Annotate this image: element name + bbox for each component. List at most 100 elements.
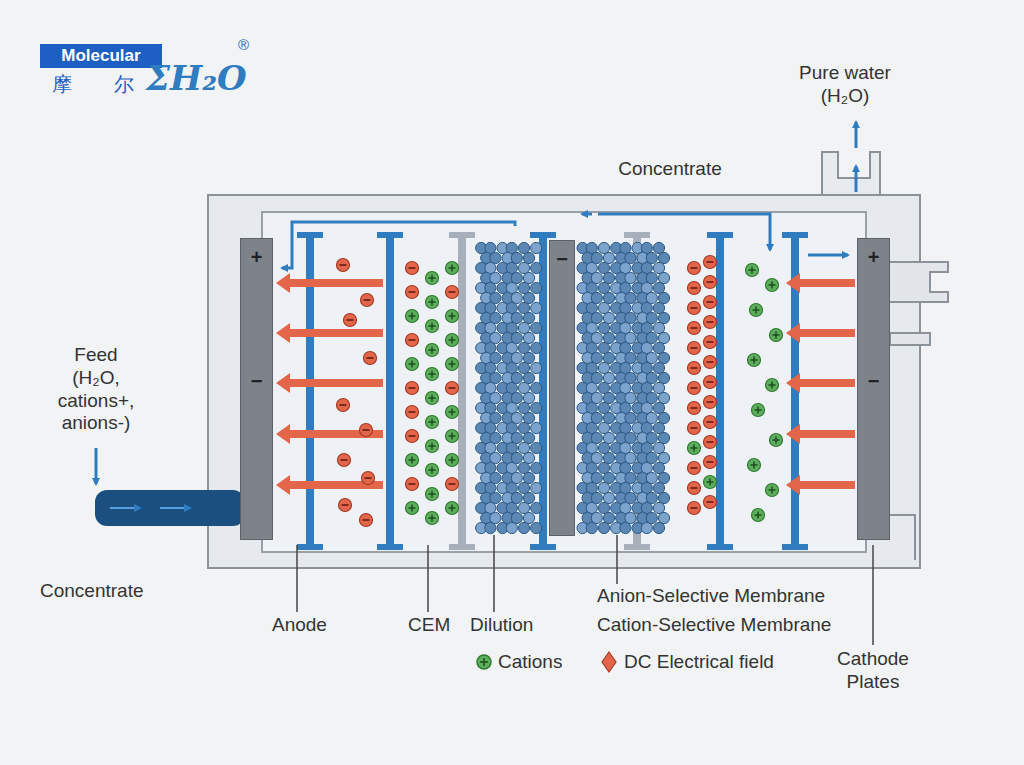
resin-bead (490, 332, 501, 343)
ion-sign (409, 483, 416, 485)
resin-bead (646, 292, 657, 303)
label: Molecular (40, 46, 162, 66)
resin-bead (531, 262, 542, 273)
resin-bead (603, 292, 614, 303)
ion-sign (707, 261, 714, 263)
anion (704, 396, 717, 409)
ion-sign (707, 441, 714, 443)
leader-line (616, 535, 618, 584)
resin-bead (646, 452, 657, 463)
polarity-sign: + (241, 247, 272, 267)
resin-bead (511, 472, 522, 483)
cation (426, 416, 439, 429)
field-arrow (276, 323, 383, 343)
ion-sign (451, 433, 453, 440)
resin-bead (598, 482, 609, 493)
resin-bead (598, 422, 609, 433)
ion-sign (363, 429, 370, 431)
ion-sign (751, 267, 753, 274)
ion-sign (409, 267, 416, 269)
anion (688, 282, 701, 295)
cation (426, 296, 439, 309)
resin-bead (490, 352, 501, 363)
resin-bead (603, 432, 614, 443)
ion-sign (707, 301, 714, 303)
resin-bead (518, 522, 529, 533)
resin-bead (603, 512, 614, 523)
resin-bead (511, 452, 522, 463)
ion-sign (451, 505, 453, 512)
resin-bead (603, 252, 614, 263)
anion (339, 499, 352, 512)
polarity-sign: − (241, 371, 272, 391)
ion-sign (691, 507, 698, 509)
ion-sign (451, 457, 453, 464)
ion-sign (709, 479, 711, 486)
ion-sign (431, 491, 433, 498)
resin-bead (598, 262, 609, 273)
resin-bead (518, 242, 529, 253)
anion (704, 336, 717, 349)
resin-bead (653, 362, 664, 373)
resin-bead (518, 402, 529, 413)
cation (426, 272, 439, 285)
resin-bead (531, 422, 542, 433)
resin-bead (511, 392, 522, 403)
ion-sign (707, 361, 714, 363)
resin-bead (591, 472, 602, 483)
resin-bead (523, 332, 534, 343)
polarity-sign: − (550, 249, 574, 269)
resin-bead (598, 502, 609, 513)
cation (446, 406, 459, 419)
cation (406, 310, 419, 323)
resin-bead (646, 312, 657, 323)
resin-bead (523, 272, 534, 283)
ion-sign (449, 387, 456, 389)
membrane (386, 236, 394, 548)
ion-sign (449, 291, 456, 293)
cation (688, 442, 701, 455)
resin-bead (658, 352, 669, 363)
resin-bead (625, 312, 636, 323)
resin-bead (523, 252, 534, 263)
field-arrow (786, 475, 855, 495)
anion (704, 296, 717, 309)
field-arrow (276, 373, 383, 393)
resin-bead (658, 392, 669, 403)
resin-bead (511, 512, 522, 523)
label: Cation-Selective Membrane (597, 614, 857, 637)
resin-bead (625, 432, 636, 443)
resin-bead (598, 402, 609, 413)
resin-bead (518, 422, 529, 433)
leader-line (427, 545, 429, 612)
ion-sign (707, 381, 714, 383)
resin-bead (511, 332, 522, 343)
resin-bead (646, 392, 657, 403)
resin-bead (591, 312, 602, 323)
membrane-cap (707, 232, 733, 238)
anion (704, 376, 717, 389)
anion (406, 382, 419, 395)
resin-bead (598, 442, 609, 453)
resin-bead (620, 522, 631, 533)
resin-bead (653, 442, 664, 453)
resin-bead (598, 242, 609, 253)
ion-sign (691, 267, 698, 269)
resin-bead (658, 312, 669, 323)
ion-sign (365, 477, 372, 479)
anion (406, 478, 419, 491)
resin-bead (658, 332, 669, 343)
resin-bead (531, 242, 542, 253)
resin-bead (598, 322, 609, 333)
label: Pure water (H₂O) (790, 62, 900, 108)
ion-sign (411, 313, 413, 320)
anion (688, 362, 701, 375)
resin-bead (625, 372, 636, 383)
ion-sign (691, 327, 698, 329)
ion-sign (364, 299, 371, 301)
resin-bead (625, 392, 636, 403)
flow-arrow (110, 507, 140, 509)
ion-sign (691, 427, 698, 429)
housing (208, 195, 920, 568)
cation (770, 434, 783, 447)
